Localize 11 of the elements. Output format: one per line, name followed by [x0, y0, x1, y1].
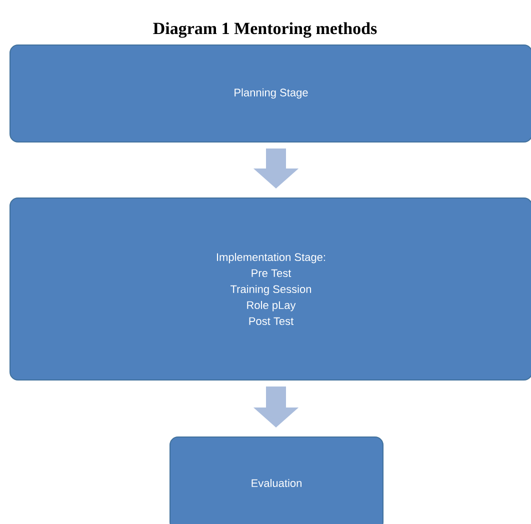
process-box	[170, 436, 384, 524]
node-label: Training Session	[230, 284, 312, 296]
process-box	[10, 44, 531, 142]
title: Diagram 1 Mentoring methods	[153, 22, 377, 38]
node-label: Implementation Stage:	[216, 252, 326, 264]
node-label: Evaluation	[252, 478, 302, 488]
node-label: Post Test	[249, 317, 294, 326]
node-label: Planning Stage	[234, 88, 308, 99]
node-label: Pre Test	[252, 269, 292, 278]
process-box	[10, 198, 531, 380]
node-label: Role pLay	[247, 300, 296, 312]
